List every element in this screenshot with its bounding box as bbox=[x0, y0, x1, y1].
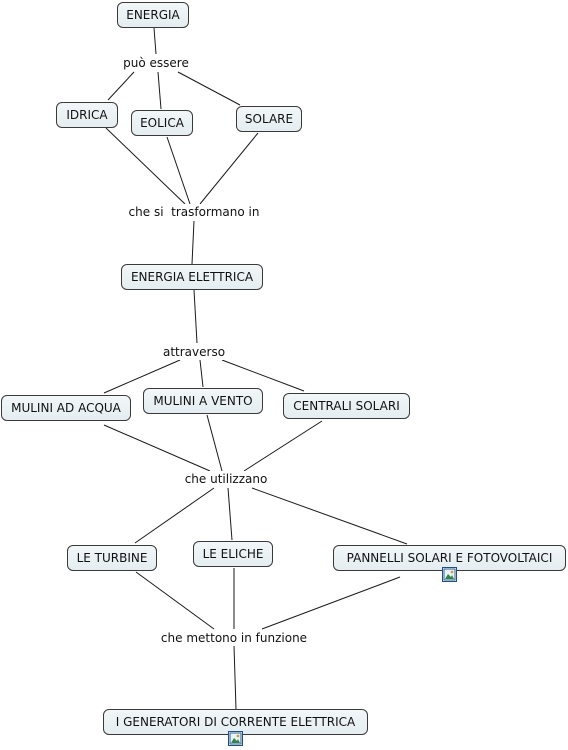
link-acqua-utilizzano bbox=[103, 424, 211, 472]
link-vento-utilizzano bbox=[206, 414, 223, 472]
link-puo-eolica bbox=[157, 71, 162, 110]
concept-centrali-solari[interactable]: CENTRALI SOLARI bbox=[283, 393, 410, 419]
link-utilizzano-eliche bbox=[227, 487, 233, 541]
link-attraverso-acqua bbox=[103, 359, 181, 394]
link-puo-solare bbox=[177, 71, 241, 106]
phrase-puo-essere[interactable]: può essere bbox=[121, 55, 191, 71]
link-trasformano-elettrica bbox=[191, 220, 195, 265]
link-energia-puo bbox=[153, 27, 157, 55]
link-mettono-generatori bbox=[233, 645, 237, 710]
phrase-attraverso[interactable]: attraverso bbox=[160, 344, 228, 360]
link-utilizzano-turbine bbox=[134, 487, 215, 544]
concept-pannelli[interactable]: PANNELLI SOLARI E FOTOVOLTAICI bbox=[333, 545, 566, 571]
concept-le-turbine[interactable]: LE TURBINE bbox=[67, 545, 157, 571]
link-centrali-utilizzano bbox=[243, 420, 323, 472]
concept-solare[interactable]: SOLARE bbox=[236, 106, 302, 132]
link-elettrica-attraverso bbox=[193, 289, 198, 344]
concept-generatori[interactable]: I GENERATORI DI CORRENTE ELETTRICA bbox=[103, 709, 368, 735]
link-attraverso-centrali bbox=[221, 359, 305, 392]
phrase-che-mettono[interactable]: che mettono in funzione bbox=[158, 630, 310, 646]
image-resource-icon[interactable] bbox=[442, 567, 457, 582]
concept-idrica[interactable]: IDRICA bbox=[56, 102, 118, 128]
link-utilizzano-pannelli bbox=[251, 487, 408, 545]
link-puo-idrica bbox=[107, 71, 135, 101]
link-attraverso-vento bbox=[199, 359, 204, 388]
image-resource-icon[interactable] bbox=[228, 731, 243, 746]
link-idrica-trasformano bbox=[105, 127, 186, 205]
concept-energia[interactable]: ENERGIA bbox=[117, 2, 189, 28]
phrase-che-utilizzano[interactable]: che utilizzano bbox=[182, 471, 270, 487]
link-solare-trasformano bbox=[199, 132, 259, 205]
phrase-che-si-trasformano[interactable]: che si trasformano in bbox=[126, 204, 262, 220]
link-eolica-trasformano bbox=[166, 136, 191, 205]
concept-mulini-ad-acqua[interactable]: MULINI AD ACQUA bbox=[1, 395, 131, 421]
concept-energia-elettrica[interactable]: ENERGIA ELETTRICA bbox=[121, 264, 263, 290]
concept-eolica[interactable]: EOLICA bbox=[131, 110, 193, 136]
concept-le-eliche[interactable]: LE ELICHE bbox=[193, 541, 273, 567]
link-turbine-mettono bbox=[135, 571, 215, 630]
concept-mulini-a-vento[interactable]: MULINI A VENTO bbox=[143, 388, 263, 414]
link-pannelli-mettono bbox=[261, 576, 401, 630]
